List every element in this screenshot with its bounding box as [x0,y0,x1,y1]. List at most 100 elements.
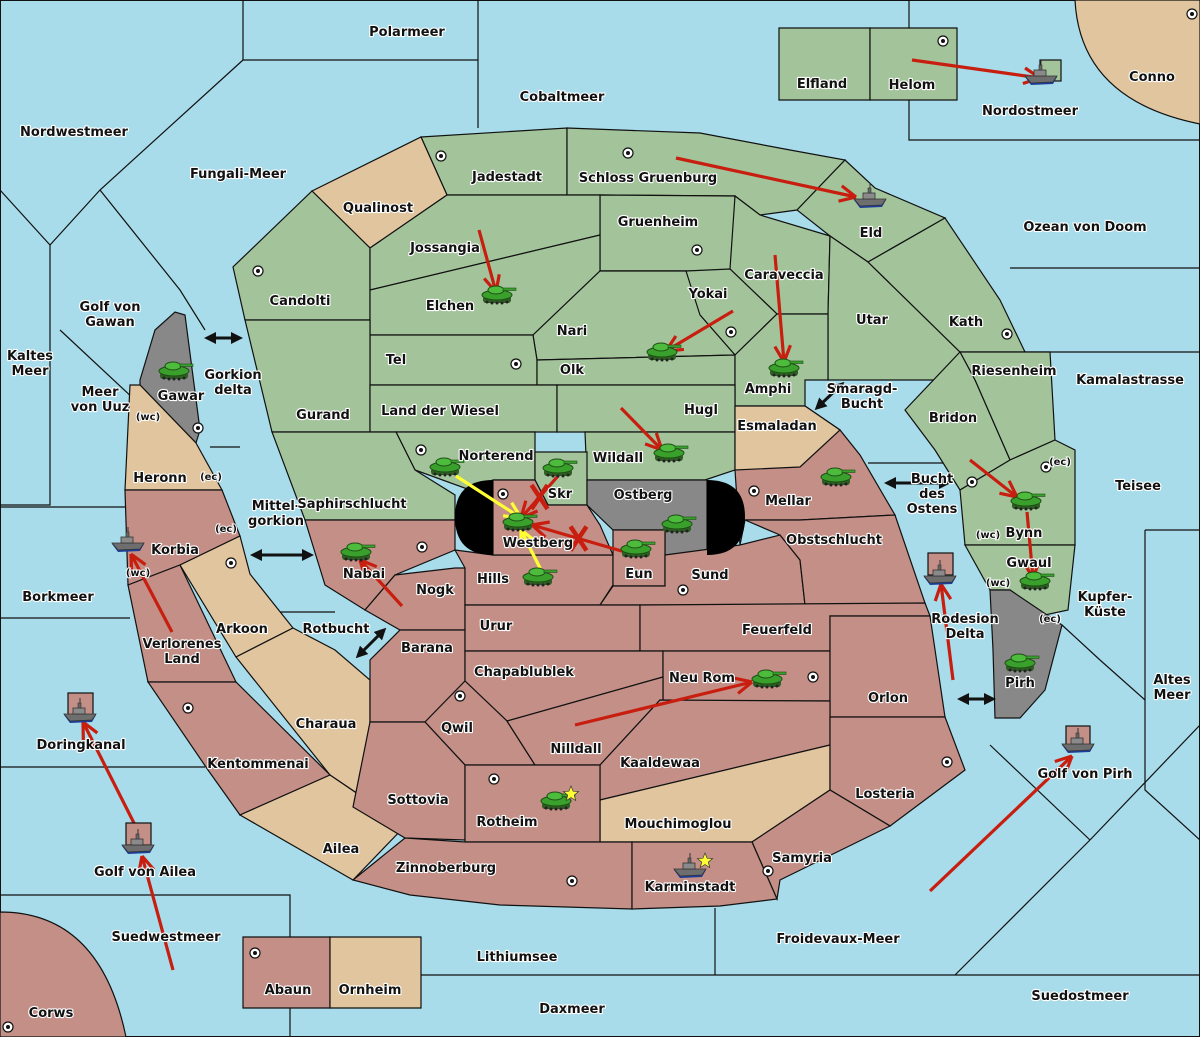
territory-ornheim[interactable] [329,936,422,1009]
label-polarmeer: Polarmeer [369,25,445,40]
territory-arkoon[interactable] [179,535,294,658]
label-ozean-von-doom: Ozean von Doom [1023,220,1146,235]
order-arrowhead [737,680,754,695]
supply-center-icon [497,488,509,500]
territory-esmaladan[interactable] [734,405,841,471]
star-icon [562,785,580,802]
label-obstschlucht: Obstschlucht [786,533,882,548]
label-gwaul: Gwaul [1006,556,1051,571]
label-yokai: Yokai [687,287,727,302]
order-arrowhead [358,559,367,578]
label-kamalastrasse: Kamalastrasse [1076,373,1184,388]
support-order-hills-to-westberg [519,529,543,571]
label-wildall: Wildall [593,451,643,466]
label-tel: Tel [386,353,406,368]
move-order-froidevaux-meer-to-golf-von-pirh [928,754,1074,893]
label-cobaltmeer: Cobaltmeer [520,90,605,105]
label-suedostmeer: Suedostmeer [1031,989,1129,1004]
order-arrowhead [939,583,953,600]
order-arrowhead [359,558,378,569]
order-arrowhead [129,553,134,573]
label-hills: Hills [477,572,509,587]
order-arrowhead [520,528,537,543]
move-order-jossangia-to-elchen [477,229,498,293]
territory-helom[interactable] [869,27,958,101]
order-arrowhead [530,523,547,539]
move-order-rodesion-delta-to-bucht-des-ostens [939,583,955,681]
label-gurand: Gurand [296,408,350,423]
label-caraveccia: Caraveccia [744,268,823,283]
territory-corws[interactable] [0,911,127,1037]
label-neu-rom: Neu Rom [669,671,735,686]
label-land-der-wiesel: Land der Wiesel [381,404,499,419]
supply-center-icon [725,326,737,338]
label-nordostmeer: Nordostmeer [982,104,1079,119]
supply-center-icon [454,690,466,702]
label-nordwestmeer: Nordwestmeer [20,125,128,140]
territory-pirh[interactable] [989,589,1063,719]
label-barana: Barana [401,641,453,656]
label-karminstadt: Karminstadt [645,880,736,895]
label-elchen: Elchen [426,299,474,314]
label-rotheim: Rotheim [476,815,537,830]
supply-center-icon [416,541,428,553]
order-arrowhead [531,520,551,527]
order-arrowhead [734,676,753,684]
label-arkoon: Arkoon [216,622,268,637]
orders-layer [81,58,1074,971]
label-froidevaux-meer: Froidevaux-Meer [776,932,900,947]
supply-center-icon [966,476,978,488]
label-qwil: Qwil [441,721,473,736]
territory-kath[interactable] [867,217,1026,353]
supply-center-icon [807,671,819,683]
move-order-golf-von-ailea-to-doringkanal [81,721,139,830]
label-hugl: Hugl [684,403,718,418]
label-amphi: Amphi [745,382,792,397]
territory-heronn[interactable] [124,384,224,491]
order-arrowhead [140,854,156,871]
supply-center-icon [225,557,237,569]
coast-tag-wc: (wc) [986,578,1010,589]
star-icon [696,852,714,869]
label-riesenheim: Riesenheim [971,364,1056,379]
supply-center-icon [622,147,634,159]
supply-center-icon [748,485,760,497]
label-eun: Eun [625,567,652,582]
label-westberg: Westberg [503,536,573,551]
territory-karminstadt[interactable] [631,841,778,910]
label-helom: Helom [889,78,936,93]
label-mouchimoglou: Mouchimoglou [625,817,732,832]
label-mittel-gorkion: Mittel-gorkion [248,499,304,529]
territory-jossangia[interactable] [369,194,601,291]
label-jadestadt: Jadestadt [471,170,542,185]
territory-losteria[interactable] [829,716,966,827]
move-order-helom-to-nordostmeer [911,58,1041,80]
label-teisee: Teisee [1115,479,1161,494]
label-saphirschlucht: Saphirschlucht [297,497,406,512]
order-arrowhead [1007,480,1019,498]
supply-center-icon [415,444,427,456]
supply-center-icon [937,35,949,47]
territory-conno[interactable] [1074,0,1200,125]
supply-center-icon [691,244,703,256]
order-arrowhead [999,491,1018,499]
label-kentommenai: Kentommenai [207,757,308,772]
coast-tag-wc: (wc) [976,530,1000,541]
order-arrowhead [130,552,147,566]
supply-center-icon [2,1021,14,1033]
supply-center-icon [1186,8,1198,20]
label-zinnoberburg: Zinnoberburg [396,861,496,876]
label-skr: Skr [548,487,573,502]
label-urur: Urur [480,619,513,634]
label-korbia: Korbia [151,543,199,558]
label-sottovia: Sottovia [387,793,448,808]
canal-arrows [204,332,996,705]
label-ailea: Ailea [323,842,360,857]
impassable-cap-west [455,480,493,555]
label-nabai: Nabai [343,567,385,582]
territory-gruenheim[interactable] [599,194,736,272]
territory-rotheim[interactable] [464,764,601,843]
